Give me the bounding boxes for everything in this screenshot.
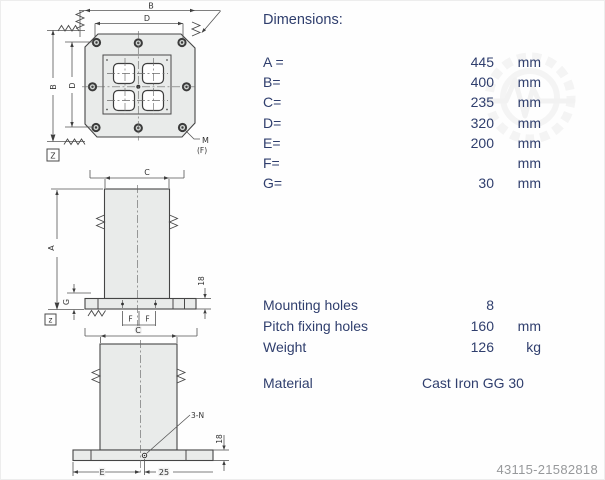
dimension-row-f: F= mm <box>263 153 541 173</box>
specs-table: Mounting holes 8 Pitch fixing holes 160 … <box>263 295 541 357</box>
page-title: Dimensions: <box>263 12 343 28</box>
callout-f-label: (F) <box>197 146 207 155</box>
dim-label-b-top: B <box>148 2 154 11</box>
dim-label-25: 25 <box>159 468 169 477</box>
dim-b-label: B= <box>263 74 281 91</box>
dim-label-d-left: D <box>68 82 77 88</box>
dim-25: 25 <box>144 467 213 478</box>
side-view-drawing: C A z G <box>44 168 211 331</box>
base-fixing-holes <box>121 300 157 308</box>
dim-label-18-bot: 18 <box>215 434 224 444</box>
top-view-drawing: B D B Z <box>46 2 221 162</box>
dim-label-e: E <box>99 468 104 477</box>
dim-a-value: 445 <box>470 54 494 71</box>
spec-row-mounting-holes: Mounting holes 8 <box>263 295 541 316</box>
dim-f-label: F= <box>263 155 280 172</box>
dim-e-label: E= <box>263 134 281 151</box>
dim-label-a: A <box>47 245 56 251</box>
dim-d-top: D <box>94 14 184 39</box>
dim-d-value: 320 <box>470 114 494 131</box>
dimension-row-b: B= 400 mm <box>263 72 541 92</box>
dimensions-table: A = 445 mm B= 400 mm C= 235 mm D= 320 mm… <box>263 52 541 193</box>
datum-z-small-label: z <box>49 316 53 325</box>
dim-b-top: B <box>79 2 221 37</box>
spec-row-pitch: Pitch fixing holes 160 mm <box>263 316 541 337</box>
dim-g-value: 30 <box>478 175 494 192</box>
material-value: Cast Iron GG 30 <box>422 375 524 391</box>
spec-mounting-holes-label: Mounting holes <box>263 297 358 314</box>
dim-c-value: 235 <box>470 94 494 111</box>
technical-drawing: B D B Z <box>44 2 229 478</box>
dim-label-18-mid: 18 <box>197 276 206 286</box>
dimension-row-e: E= 200 mm <box>263 133 541 153</box>
dim-c-mid: C <box>89 168 185 188</box>
dim-e: E <box>72 459 145 478</box>
spec-pitch-value: 160 <box>470 318 494 335</box>
center-lines <box>82 31 198 141</box>
dim-g: G <box>62 284 91 320</box>
spec-weight-unit: kg <box>526 338 541 355</box>
dim-g-unit: mm <box>517 175 541 192</box>
dim-18-bot: 18 <box>213 434 229 471</box>
callout-m-label: M <box>202 136 209 145</box>
dim-e-unit: mm <box>517 134 541 151</box>
hatch-symbols-side-view <box>87 214 179 317</box>
hatch-symbols-bottom-view <box>90 368 187 384</box>
column-body-2 <box>99 343 178 451</box>
dim-b-left: B Z <box>46 30 85 162</box>
dimension-row-a: A = 445 mm <box>263 52 541 72</box>
spec-weight-value: 126 <box>470 338 494 355</box>
hole-callout-3n: 3-N <box>141 411 204 459</box>
dim-label-b-left: B <box>49 84 58 90</box>
datum-z-box <box>46 148 60 162</box>
hatch-symbols-top-view <box>57 10 202 146</box>
dim-d-left: D <box>65 41 94 128</box>
dim-d-label: D= <box>263 114 282 131</box>
material-row: Material Cast Iron GG 30 <box>1 375 604 395</box>
spec-weight-label: Weight <box>263 338 307 355</box>
dim-e-value: 200 <box>470 134 494 151</box>
dim-label-f1: F <box>128 315 132 324</box>
dim-g-label: G= <box>263 175 283 192</box>
dim-a-unit: mm <box>517 54 541 71</box>
datum-z-label: Z <box>50 152 55 161</box>
dim-a-label: A = <box>263 54 284 71</box>
plate-outline <box>84 33 196 138</box>
dim-b-value: 400 <box>470 74 494 91</box>
dim-b-unit: mm <box>517 74 541 91</box>
dim-a: A z <box>44 188 103 326</box>
callout-3n-label: 3-N <box>191 411 204 420</box>
dim-c-label: C= <box>263 94 282 111</box>
dim-c-unit: mm <box>517 94 541 111</box>
column-body <box>103 188 171 300</box>
hole-callout-m: M (F) <box>184 129 209 155</box>
dim-label-g: G <box>62 299 71 305</box>
base-plate <box>84 297 197 310</box>
spec-mounting-holes-value: 8 <box>486 297 494 314</box>
pocket-corner-dots <box>106 59 168 111</box>
material-label: Material <box>263 375 313 391</box>
dim-f-f: F F <box>122 311 156 326</box>
dim-18-mid: 18 <box>196 276 211 319</box>
bottom-view-drawing: C 3-N 18 <box>72 325 229 478</box>
dim-c-bot: C <box>84 325 198 343</box>
document-id: 43115-21582818 <box>496 462 598 477</box>
dimension-row-g: G= 30 mm <box>263 173 541 193</box>
inner-pocket-outline <box>102 54 172 115</box>
dim-d-unit: mm <box>517 114 541 131</box>
spec-pitch-label: Pitch fixing holes <box>263 318 369 335</box>
dim-label-f2: F <box>145 315 149 324</box>
dimension-row-c: C= 235 mm <box>263 92 541 112</box>
spec-pitch-unit: mm <box>517 318 541 335</box>
spec-row-weight: Weight 126 kg <box>263 337 541 358</box>
datum-z-small-box <box>44 313 57 326</box>
dim-label-d-top: D <box>144 14 150 23</box>
dimension-row-d: D= 320 mm <box>263 113 541 133</box>
dim-f-unit: mm <box>517 155 541 172</box>
dim-label-c-bot: C <box>135 326 141 335</box>
dim-label-c-mid: C <box>144 168 150 177</box>
